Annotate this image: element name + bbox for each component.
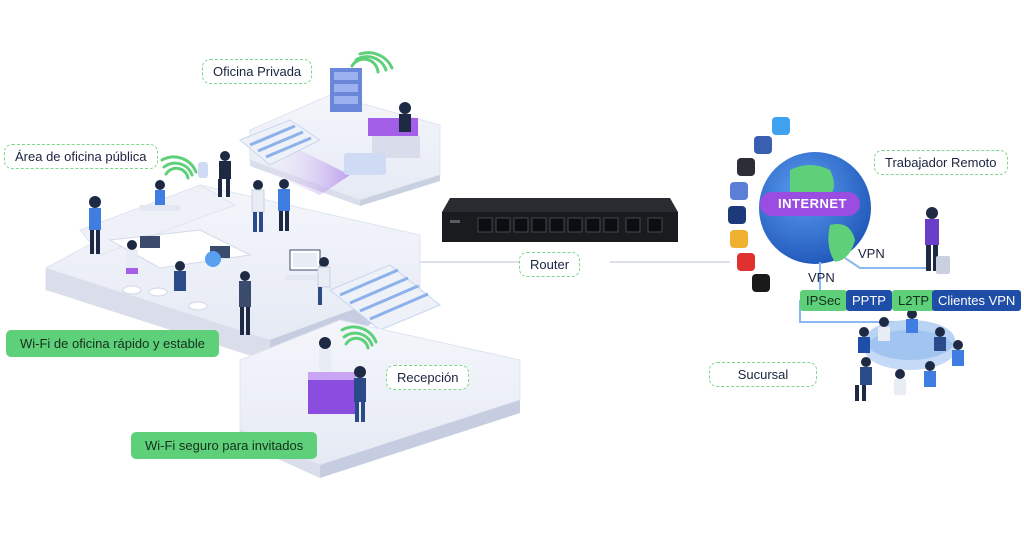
mail-icon [730, 230, 748, 248]
wifi-icon-public [160, 155, 198, 180]
label-wifi-office: Wi-Fi de oficina rápido y estable [6, 330, 219, 357]
amazon-icon [737, 158, 755, 176]
internet-label: INTERNET [778, 196, 847, 211]
remote-worker-figure [925, 207, 950, 274]
vpn-label-branch: VPN [808, 270, 835, 285]
vpn-tag-l2tp: L2TP [892, 290, 936, 311]
label-router: Router [519, 252, 581, 277]
vpn-line-remote [844, 257, 930, 269]
label-private-office: Oficina Privada [202, 59, 313, 84]
box-icon [344, 153, 386, 175]
app-icons [728, 117, 790, 292]
label-wifi-guests: Wi-Fi seguro para invitados [131, 432, 318, 459]
vpn-label-remote: VPN [858, 246, 885, 261]
vpn-tag-ipsec: IPSec [800, 290, 847, 311]
twitter-icon [772, 117, 790, 135]
vpn-tag-clients: Clientes VPN [932, 290, 1022, 311]
speaker-icon [198, 162, 208, 178]
reception-desk [308, 337, 366, 422]
instagram-icon [730, 182, 748, 200]
lower-stairs [329, 264, 441, 331]
tiktok-icon [752, 274, 770, 292]
youtube-icon [737, 253, 755, 271]
photoshop-icon [728, 206, 746, 224]
globe-icon [759, 152, 871, 264]
wifi-icon-reception [340, 325, 378, 350]
branch-meeting [855, 309, 964, 401]
private-desk [368, 102, 420, 158]
facebook-icon [754, 136, 772, 154]
label-public-office: Área de oficina pública [4, 144, 158, 169]
office-people [89, 151, 331, 335]
wifi-icon-private [350, 51, 394, 74]
vpn-tag-pptp: PPTP [846, 290, 892, 311]
router-device [442, 198, 678, 242]
label-reception: Recepción [386, 365, 470, 390]
label-branch: Sucursal [709, 362, 817, 387]
upper-stairs [239, 119, 350, 195]
label-remote-worker: Trabajador Remoto [874, 150, 1008, 175]
gear-icon [205, 251, 221, 267]
